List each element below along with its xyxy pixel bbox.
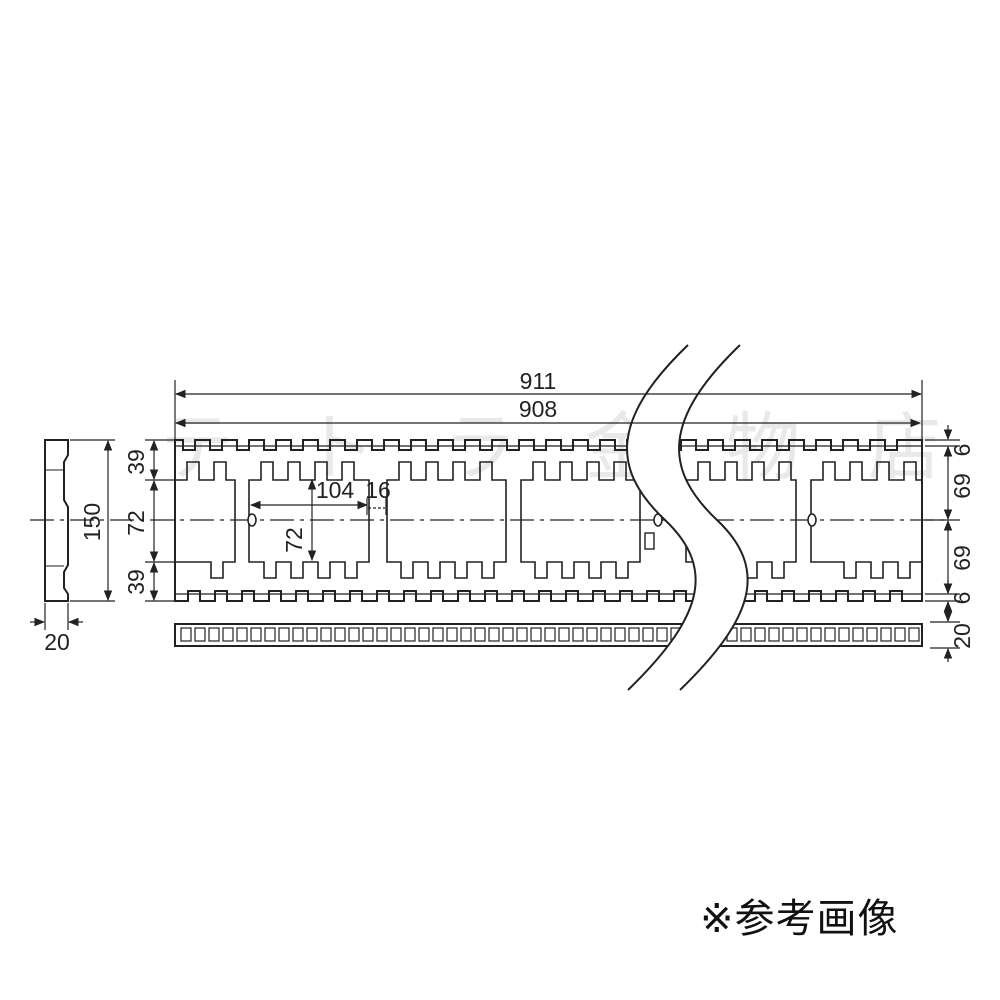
strip-slot xyxy=(432,627,444,642)
strip-slot xyxy=(586,627,598,642)
side-view xyxy=(44,439,69,602)
strip-slot xyxy=(376,627,388,642)
strip-slot xyxy=(642,627,654,642)
strip-slot xyxy=(894,627,906,642)
dim-right-20: 20 xyxy=(949,623,975,649)
dim-left-72: 72 xyxy=(123,510,149,536)
strip-slot xyxy=(488,627,500,642)
strip-slot xyxy=(740,627,752,642)
opening xyxy=(174,461,236,579)
strip-slot xyxy=(208,627,220,642)
strip-slot xyxy=(558,627,570,642)
dim-right-69-upper: 69 xyxy=(949,473,975,499)
reference-image-note: ※参考画像 xyxy=(700,896,899,942)
strip-slot xyxy=(852,627,864,642)
strip-outline xyxy=(174,623,923,647)
dim-right-6-bottom: 6 xyxy=(949,592,975,605)
break-line-icon xyxy=(626,344,749,691)
strip-slot xyxy=(474,627,486,642)
strip-slot xyxy=(530,627,542,642)
screw-hole-icon xyxy=(247,513,257,527)
dim-150: 150 xyxy=(79,503,105,541)
opening xyxy=(248,461,370,579)
strip-slot xyxy=(362,627,374,642)
strip-slot xyxy=(306,627,318,642)
strip-slot xyxy=(502,627,514,642)
dim-left-39-top: 39 xyxy=(123,449,149,475)
plate-outline xyxy=(174,439,923,602)
opening xyxy=(520,461,641,579)
strip-slot xyxy=(348,627,360,642)
strip-slot xyxy=(600,627,612,642)
strip-slot xyxy=(754,627,766,642)
dim-side-20: 20 xyxy=(44,629,70,655)
plate-front-view xyxy=(174,439,923,602)
strip-slot xyxy=(880,627,892,642)
strip-slot xyxy=(838,627,850,642)
strip-slot xyxy=(782,627,794,642)
plate-bottom-view xyxy=(174,623,923,647)
strip-slot xyxy=(796,627,808,642)
dim-104: 104 xyxy=(316,477,355,503)
strip-slot xyxy=(656,627,668,642)
dim-908: 908 xyxy=(519,396,557,422)
dim-16: 16 xyxy=(365,477,391,503)
strip-slot xyxy=(418,627,430,642)
strip-slot xyxy=(572,627,584,642)
strip-slot xyxy=(264,627,276,642)
opening xyxy=(386,461,507,579)
strip-slot xyxy=(194,627,206,642)
strip-slot xyxy=(320,627,332,642)
strip-slot xyxy=(278,627,290,642)
strip-slot xyxy=(236,627,248,642)
strip-slot xyxy=(222,627,234,642)
strip-slot xyxy=(544,627,556,642)
strip-slot xyxy=(516,627,528,642)
strip-slot xyxy=(250,627,262,642)
dim-911: 911 xyxy=(520,368,557,394)
strip-slot xyxy=(180,627,192,642)
slot-icon xyxy=(644,532,655,550)
opening xyxy=(810,461,923,579)
strip-slot xyxy=(390,627,402,642)
strip-slot xyxy=(334,627,346,642)
strip-slot xyxy=(908,627,920,642)
dim-left-39-bottom: 39 xyxy=(123,569,149,595)
strip-slot xyxy=(628,627,640,642)
strip-slot xyxy=(446,627,458,642)
strip-slot xyxy=(404,627,416,642)
dim-right-69-lower: 69 xyxy=(949,545,975,571)
strip-slot xyxy=(292,627,304,642)
strip-slot xyxy=(768,627,780,642)
dim-72-inner: 72 xyxy=(281,527,307,553)
strip-slot xyxy=(866,627,878,642)
strip-slot xyxy=(824,627,836,642)
strip-slot xyxy=(614,627,626,642)
strip-slot xyxy=(810,627,822,642)
dim-right-6-top: 6 xyxy=(949,444,975,457)
screw-hole-icon xyxy=(807,513,817,527)
strip-slot xyxy=(460,627,472,642)
